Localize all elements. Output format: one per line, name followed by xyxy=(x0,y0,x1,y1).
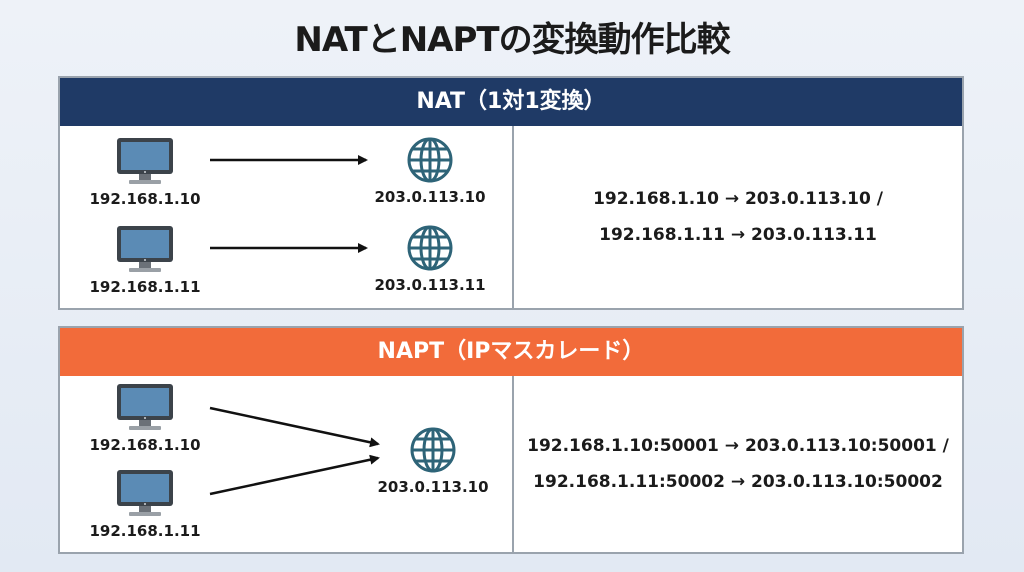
computer-monitor-icon xyxy=(115,224,175,274)
nat-header: NAT（1対1変換） xyxy=(60,78,962,126)
napt-arrows xyxy=(209,406,380,496)
nat-divider xyxy=(512,126,514,308)
napt-diagram: 192.168.1.10 192.168.1.11 203.0.113.10 xyxy=(60,376,512,552)
nat-host-1: 192.168.1.10 xyxy=(80,136,210,208)
napt-mapping-line-1: 192.168.1.10:50001 → 203.0.113.10:50001 … xyxy=(527,436,949,456)
napt-host-2: 192.168.1.11 xyxy=(80,468,210,540)
nat-host-2: 192.168.1.11 xyxy=(80,224,210,296)
napt-host-1-ip: 192.168.1.10 xyxy=(89,436,201,454)
globe-icon xyxy=(406,136,454,184)
nat-arrows xyxy=(210,155,368,253)
napt-host-2-ip: 192.168.1.11 xyxy=(89,522,201,540)
napt-host-1: 192.168.1.10 xyxy=(80,382,210,454)
nat-global-2: 203.0.113.11 xyxy=(365,224,495,294)
nat-host-2-ip: 192.168.1.11 xyxy=(89,278,201,296)
napt-header: NAPT（IPマスカレード） xyxy=(60,328,962,376)
nat-host-1-ip: 192.168.1.10 xyxy=(89,190,201,208)
nat-mapping-line-1: 192.168.1.10 → 203.0.113.10 / xyxy=(593,189,883,209)
napt-divider xyxy=(512,376,514,552)
nat-panel: NAT（1対1変換） 192.168.1.10 192.168.1.11 203… xyxy=(58,76,964,310)
napt-panel: NAPT（IPマスカレード） 192.168.1.10 192.168.1.11… xyxy=(58,326,964,554)
napt-global-ip: 203.0.113.10 xyxy=(377,478,489,496)
globe-icon xyxy=(409,426,457,474)
napt-mapping: 192.168.1.10:50001 → 203.0.113.10:50001 … xyxy=(514,376,962,552)
napt-arrow-1 xyxy=(209,406,380,448)
napt-global: 203.0.113.10 xyxy=(368,426,498,496)
nat-mapping: 192.168.1.10 → 203.0.113.10 / 192.168.1.… xyxy=(514,126,962,308)
globe-icon xyxy=(406,224,454,272)
computer-monitor-icon xyxy=(115,468,175,518)
computer-monitor-icon xyxy=(115,382,175,432)
napt-mapping-line-2: 192.168.1.11:50002 → 203.0.113.10:50002 xyxy=(533,472,943,492)
napt-body: 192.168.1.10 192.168.1.11 203.0.113.10 1… xyxy=(60,376,962,552)
nat-global-2-ip: 203.0.113.11 xyxy=(374,276,486,294)
nat-body: 192.168.1.10 192.168.1.11 203.0.113.10 2… xyxy=(60,126,962,308)
napt-arrow-2 xyxy=(209,454,380,496)
page-title: NATとNAPTの変換動作比較 xyxy=(294,20,730,60)
nat-diagram: 192.168.1.10 192.168.1.11 203.0.113.10 2… xyxy=(60,126,512,308)
nat-global-1-ip: 203.0.113.10 xyxy=(374,188,486,206)
computer-monitor-icon xyxy=(115,136,175,186)
nat-global-1: 203.0.113.10 xyxy=(365,136,495,206)
nat-mapping-line-2: 192.168.1.11 → 203.0.113.11 xyxy=(599,225,877,245)
